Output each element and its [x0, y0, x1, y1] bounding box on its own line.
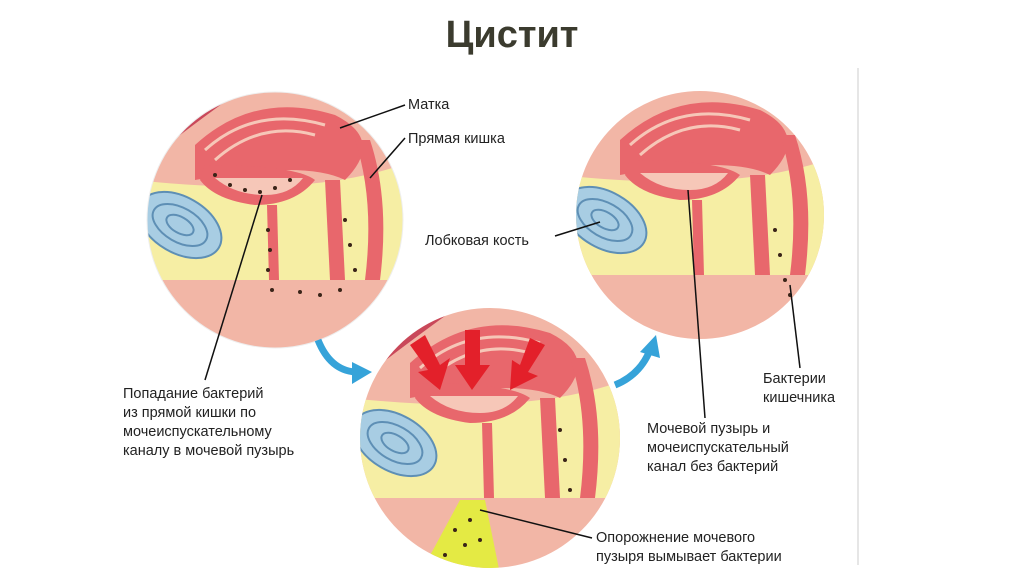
leader-lines [204, 104, 801, 539]
label-clean-bladder: Мочевой пузырь и мочеиспускательный кана… [647, 420, 789, 477]
text-line: пузыря вымывает бактерии [596, 549, 782, 565]
text-line: Бактерии [763, 371, 826, 387]
label-uterus: Матка [408, 97, 450, 113]
label-emptying: Опорожнение мочевого пузыря вымывает бак… [596, 529, 782, 567]
text-line: кишечника [763, 390, 836, 406]
text-line: каналу в мочевой пузырь [123, 443, 295, 459]
text-line: из прямой кишки по [123, 405, 257, 421]
circle-emptying [360, 308, 620, 568]
text-line: Попадание бактерий [123, 386, 264, 402]
label-pubic-bone: Лобковая кость [425, 233, 529, 249]
arrow-head-right [352, 362, 372, 384]
circle-infection [147, 92, 403, 348]
text-line: Мочевой пузырь и [647, 421, 771, 437]
text-line: мочеиспускательный [647, 440, 789, 456]
slide-title: Цистит [445, 14, 579, 56]
circle-clean [576, 91, 824, 339]
text-line: канал без бактерий [647, 459, 779, 475]
arrow-head-up [640, 335, 660, 358]
text-line: Опорожнение мочевого [596, 530, 756, 546]
label-gut-bacteria: Бактерии кишечника [763, 370, 835, 408]
pressure-arrows [410, 330, 545, 390]
label-rectum: Прямая кишка [408, 131, 505, 147]
label-bacteria-entry: Попадание бактерий из прямой кишки по мо… [123, 385, 294, 461]
text-line: мочеиспускательному [123, 424, 272, 440]
